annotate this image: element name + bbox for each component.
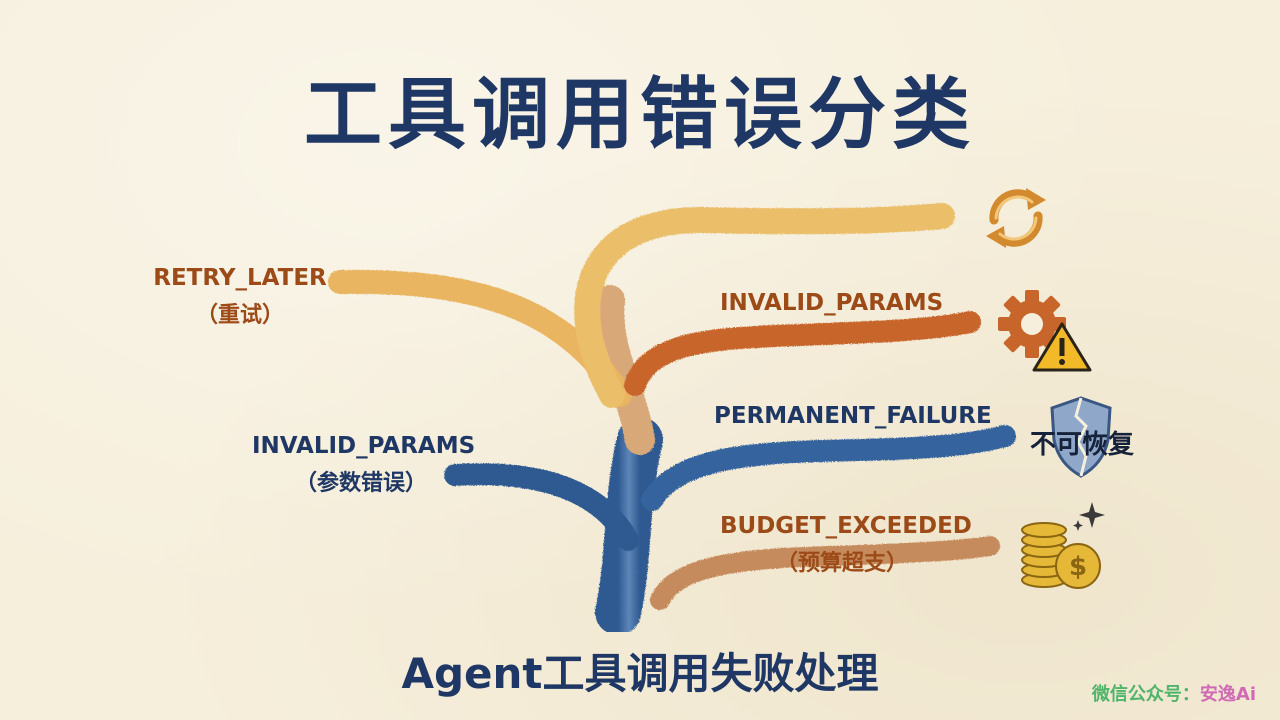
page-title: 工具调用错误分类 (303, 70, 976, 160)
watermark-prefix: 微信公众号： (1091, 684, 1200, 705)
branch-permanent (641, 425, 1016, 511)
broken-shield-icon (1050, 396, 1112, 478)
refresh-arrows-icon (986, 188, 1046, 248)
branch-budget (650, 536, 1000, 610)
label-retry-later-note: （重试） (195, 303, 284, 328)
label-retry-later-text: RETRY_LATER (153, 265, 327, 291)
gear-warning-icon (998, 290, 1092, 372)
label-invalid-params-left-note: （参数错误） (294, 471, 427, 496)
label-invalid-params-right: INVALID_PARAMS (720, 290, 943, 316)
label-budget-exceeded-text: BUDGET_EXCEEDED (720, 513, 972, 539)
label-invalid-params-left-text: INVALID_PARAMS (252, 433, 476, 459)
unrecoverable-badge: 不可恢复 (1030, 430, 1135, 460)
label-retry-later: RETRY_LATER （重试） (150, 265, 330, 329)
page-subtitle: Agent工具调用失败处理 (401, 649, 879, 698)
svg-text:$: $ (1069, 552, 1087, 582)
branch-invalid-left (444, 463, 639, 551)
label-permanent-failure-text: PERMANENT_FAILURE (714, 403, 992, 429)
watermark: 微信公众号：安逸Ai (1092, 680, 1256, 706)
label-budget-exceeded-note: （预算超支） (775, 551, 908, 576)
branch-invalid-right (624, 311, 981, 396)
coins-dollar-icon: $ (1021, 502, 1105, 589)
label-permanent-failure: PERMANENT_FAILURE (714, 403, 992, 429)
watermark-brand: 安逸Ai (1199, 684, 1256, 705)
label-budget-exceeded: BUDGET_EXCEEDED （预算超支） (720, 513, 972, 577)
label-invalid-params-right-text: INVALID_PARAMS (720, 290, 944, 316)
trunk-upper (594, 285, 655, 455)
branch-retry-top (574, 203, 955, 408)
label-invalid-params-left: INVALID_PARAMS （参数错误） (252, 433, 475, 497)
